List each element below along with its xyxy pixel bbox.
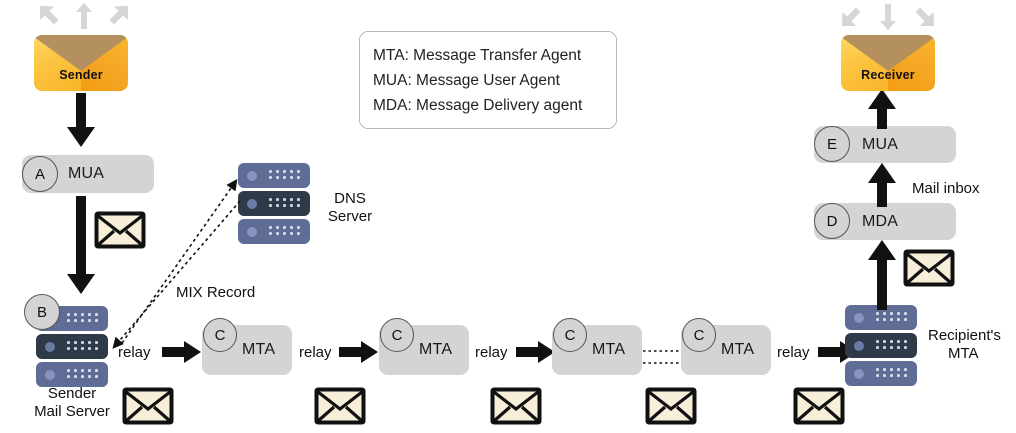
relay-label-3: relay (475, 344, 508, 361)
rack-unit-bottom (238, 219, 310, 244)
rack-dots (269, 226, 303, 238)
outgoing-arrows-icon (40, 3, 128, 29)
arrow-icon (868, 163, 896, 207)
arrow-icon (516, 341, 555, 363)
rack-led (247, 198, 257, 209)
step-circle-c-2: C (380, 318, 414, 352)
rack-dots (67, 313, 101, 325)
rack-led (854, 312, 864, 323)
dns-server-label-line2: Server (327, 208, 373, 225)
rack-unit-bottom (36, 362, 108, 387)
arrow-icon (162, 341, 201, 363)
arrow-icon (339, 341, 378, 363)
arrow-icon (868, 89, 896, 129)
step-circle-b: B (24, 294, 60, 330)
rack-dots (876, 312, 910, 324)
relay-label-2: relay (299, 344, 332, 361)
rack-unit-middle (36, 334, 108, 359)
mail-envelope-icon (314, 387, 366, 425)
mail-envelope-icon (645, 387, 697, 425)
rack-unit-bottom (845, 361, 917, 386)
sender-mail-server-label-line2: Mail Server (34, 403, 110, 420)
step-circle-c-3: C (553, 318, 587, 352)
arrow-icon (67, 93, 95, 147)
rack-led (45, 369, 55, 380)
receiver-envelope: Receiver (841, 35, 935, 91)
rack-dots (269, 170, 303, 182)
rack-unit-middle (845, 333, 917, 358)
relay-label-4: relay (777, 344, 810, 361)
rack-led (854, 340, 864, 351)
legend-line-mta: MTA: Message Transfer Agent (373, 47, 582, 64)
mail-envelope-icon (94, 211, 146, 249)
mta-label-4: MTA (721, 341, 755, 358)
rack-dots (876, 368, 910, 380)
rack-dots (876, 340, 910, 352)
receiver-envelope-caption: Receiver (861, 68, 915, 82)
mta-label-1: MTA (242, 341, 276, 358)
rack-led (247, 226, 257, 237)
relay-label-1: relay (118, 344, 151, 361)
rack-led (854, 368, 864, 379)
mix-record-label: MIX Record (176, 284, 256, 301)
legend-line-mda: MDA: Message Delivery agent (373, 97, 583, 114)
recipient-mda-label: MDA (862, 212, 899, 230)
incoming-arrows-icon (842, 4, 934, 30)
arrow-icon (67, 196, 95, 294)
step-circle-c-4: C (682, 318, 716, 352)
mail-inbox-label: Mail inbox (912, 180, 980, 197)
legend-box: MTA: Message Transfer Agent MUA: Message… (359, 31, 617, 129)
dns-server-rack[interactable] (238, 163, 310, 245)
mix-record-connector (112, 179, 241, 349)
mta-label-3: MTA (592, 341, 626, 358)
mail-envelope-icon (903, 249, 955, 287)
rack-led (45, 341, 55, 352)
arrow-icon (868, 240, 896, 310)
sender-mua-label: MUA (68, 165, 105, 182)
rack-led (247, 170, 257, 181)
rack-dots (67, 341, 101, 353)
mail-envelope-icon (490, 387, 542, 425)
legend-line-mua: MUA: Message User Agent (373, 72, 560, 89)
mta-label-2: MTA (419, 341, 453, 358)
dns-server-label-line1: DNS (334, 190, 366, 207)
rack-dots (269, 198, 303, 210)
mta-ellipsis-connector (643, 350, 681, 364)
sender-envelope-caption: Sender (59, 68, 103, 82)
sender-envelope: Sender (34, 35, 128, 91)
rack-unit-middle (238, 191, 310, 216)
step-circle-e: E (814, 126, 850, 162)
mail-envelope-icon (793, 387, 845, 425)
recipient-mua-label: MUA (862, 135, 899, 153)
recipient-mta-label-line2: MTA (948, 345, 979, 362)
recipient-mta-label-line1: Recipient's (928, 327, 1001, 344)
rack-unit-top (238, 163, 310, 188)
sender-mail-server-label-line1: Sender (47, 385, 97, 402)
recipient-mta-rack[interactable] (845, 305, 917, 387)
step-circle-c-1: C (203, 318, 237, 352)
rack-dots (67, 369, 101, 381)
mail-envelope-icon (122, 387, 174, 425)
step-circle-d: D (814, 203, 850, 239)
step-circle-a: A (22, 156, 58, 192)
